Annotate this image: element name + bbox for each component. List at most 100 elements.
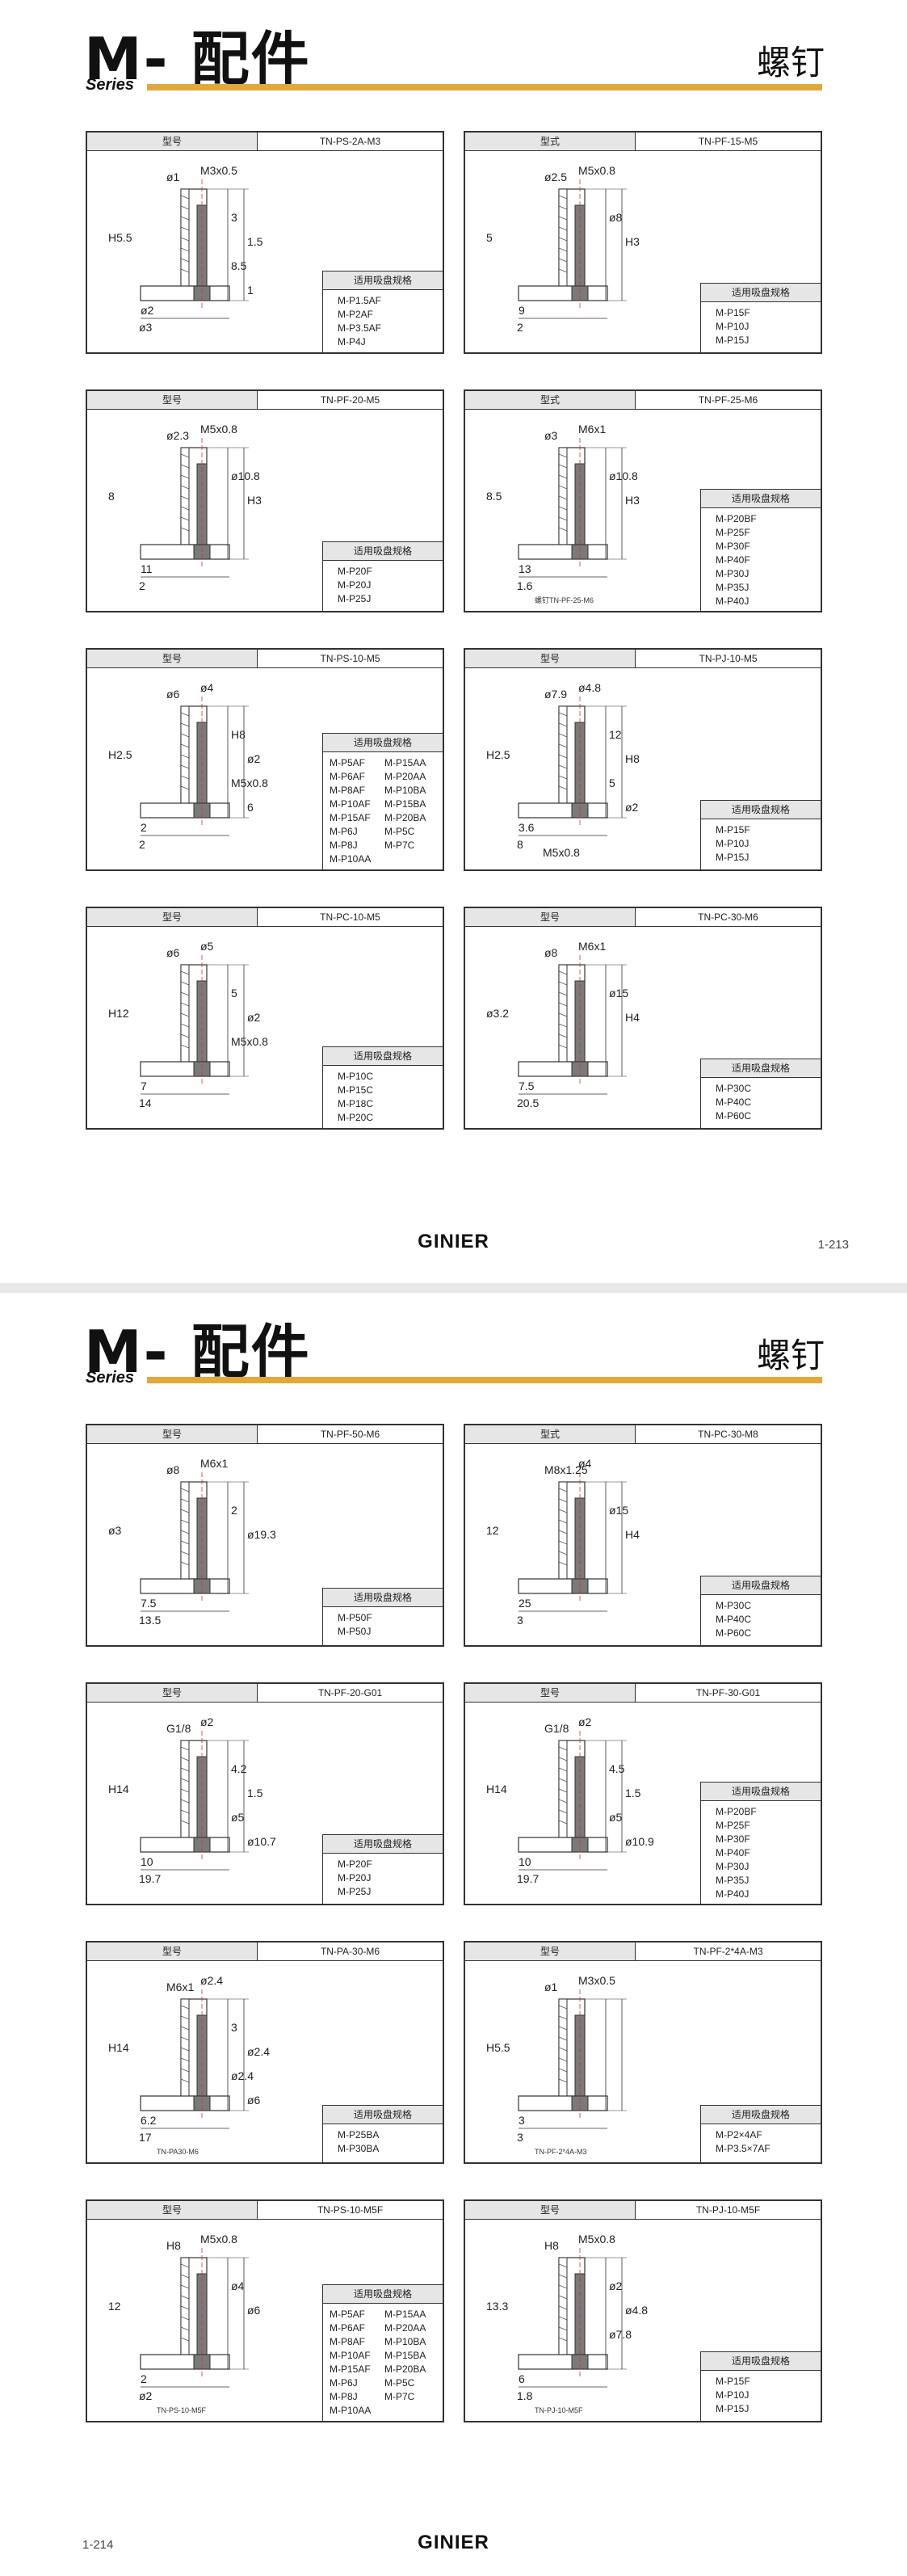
dimension-label: 20.5 xyxy=(517,1096,539,1109)
dimension-label: 6 xyxy=(247,801,254,814)
thread-line xyxy=(180,991,190,996)
spec-title: 适用吸盘规格 xyxy=(323,1047,443,1066)
thread-line xyxy=(558,1788,568,1793)
thread-line xyxy=(180,2284,190,2289)
thread-line xyxy=(180,516,190,521)
dimension-label: H8 xyxy=(544,2239,559,2252)
thread-line xyxy=(558,485,568,490)
spec-item: M-P8AF xyxy=(330,785,366,796)
model-label: 型号 xyxy=(465,2201,636,2219)
dimension-label: 1 xyxy=(247,284,254,297)
dimension-label: 1.5 xyxy=(625,1787,641,1799)
dimension-label: H3 xyxy=(625,494,640,507)
flange xyxy=(140,544,230,560)
spec-item: M-P20C xyxy=(338,1112,374,1123)
dimension-label: M8x1.25 xyxy=(544,1463,588,1476)
spec-item: M-P15AF xyxy=(330,812,371,823)
dimension-label: M6x1 xyxy=(578,423,606,436)
thread-line xyxy=(180,1561,190,1566)
spec-item: M-P20F xyxy=(338,566,372,577)
dimension-label: ø1 xyxy=(166,170,180,183)
spec-title: 适用吸盘规格 xyxy=(701,2106,821,2124)
thread-line xyxy=(180,2015,190,2020)
spec-item: M-P3.5×7AF xyxy=(716,2143,771,2154)
model-number: TN-PC-30-M8 xyxy=(698,1429,758,1440)
thread-line xyxy=(180,775,190,780)
dimension-label: ø8 xyxy=(544,946,558,959)
spec-item: M-P40C xyxy=(716,1096,752,1108)
flange xyxy=(518,285,608,301)
thread-line xyxy=(558,785,568,790)
page-separator xyxy=(0,1283,907,1293)
thread-line xyxy=(180,506,190,511)
dimension-label: ø6 xyxy=(247,2094,261,2107)
thread-line xyxy=(180,2295,190,2300)
dimension-label: ø4 xyxy=(200,681,214,694)
spec-title: 适用吸盘规格 xyxy=(701,2352,821,2371)
spec-title: 适用吸盘规格 xyxy=(701,1576,821,1595)
flange xyxy=(140,2095,230,2111)
thread-line xyxy=(558,2026,568,2031)
dimension-label: ø15 xyxy=(609,1504,628,1517)
thread-line xyxy=(558,2036,568,2041)
spec-item: M-P18C xyxy=(338,1098,374,1109)
thread-line xyxy=(180,712,190,717)
dimension-label: 7.5 xyxy=(141,1597,157,1610)
dimension-label: H5.5 xyxy=(108,231,132,244)
spec-title: 适用吸盘规格 xyxy=(323,2106,443,2124)
thread-line xyxy=(558,2047,568,2052)
spec-item: M-P8J xyxy=(330,2391,358,2402)
thread-line xyxy=(180,970,190,975)
model-number: TN-PS-10-M5F xyxy=(317,2204,384,2216)
dimension-label: 2 xyxy=(139,838,145,851)
dimension-label: 2 xyxy=(141,821,147,834)
spec-item: M-P40F xyxy=(716,1847,750,1858)
dimension-label: H3 xyxy=(625,235,640,248)
thread-line xyxy=(558,527,568,532)
dimension-label: ø1 xyxy=(544,1980,558,1993)
spec-title: 适用吸盘规格 xyxy=(323,1589,443,1607)
thread-line xyxy=(558,764,568,769)
thread-line xyxy=(180,474,190,479)
thread-line xyxy=(180,485,190,490)
spec-item: M-P10AF xyxy=(330,2350,371,2361)
dimension-label: ø2 xyxy=(200,1715,214,1728)
dimension-label: M3x0.5 xyxy=(578,1974,615,1987)
thread-line xyxy=(558,1757,568,1762)
dimension-label: ø2 xyxy=(139,2389,153,2402)
spec-item: M-P8AF xyxy=(330,2336,366,2347)
spec-item: M-P30F xyxy=(716,541,750,552)
model-label: 型号 xyxy=(465,650,636,667)
dimension-label: ø10.7 xyxy=(247,1835,276,1848)
spec-item: M-P40J xyxy=(716,596,750,607)
thread-line xyxy=(558,2284,568,2289)
model-number: TN-PF-20-G01 xyxy=(317,1687,383,1698)
spec-item: M-P60C xyxy=(716,1627,752,1639)
dimension-label: 2 xyxy=(141,2372,147,2385)
thread-line xyxy=(180,195,190,200)
thread-line xyxy=(180,2026,190,2031)
spec-item: M-P15C xyxy=(338,1084,374,1096)
thread-line xyxy=(558,464,568,469)
dimension-label: 12 xyxy=(108,2300,121,2313)
thread-line xyxy=(180,527,190,532)
dimension-label: 8 xyxy=(517,838,523,851)
dimension-label: ø8 xyxy=(609,211,623,224)
spec-item: M-P20J xyxy=(338,579,372,591)
